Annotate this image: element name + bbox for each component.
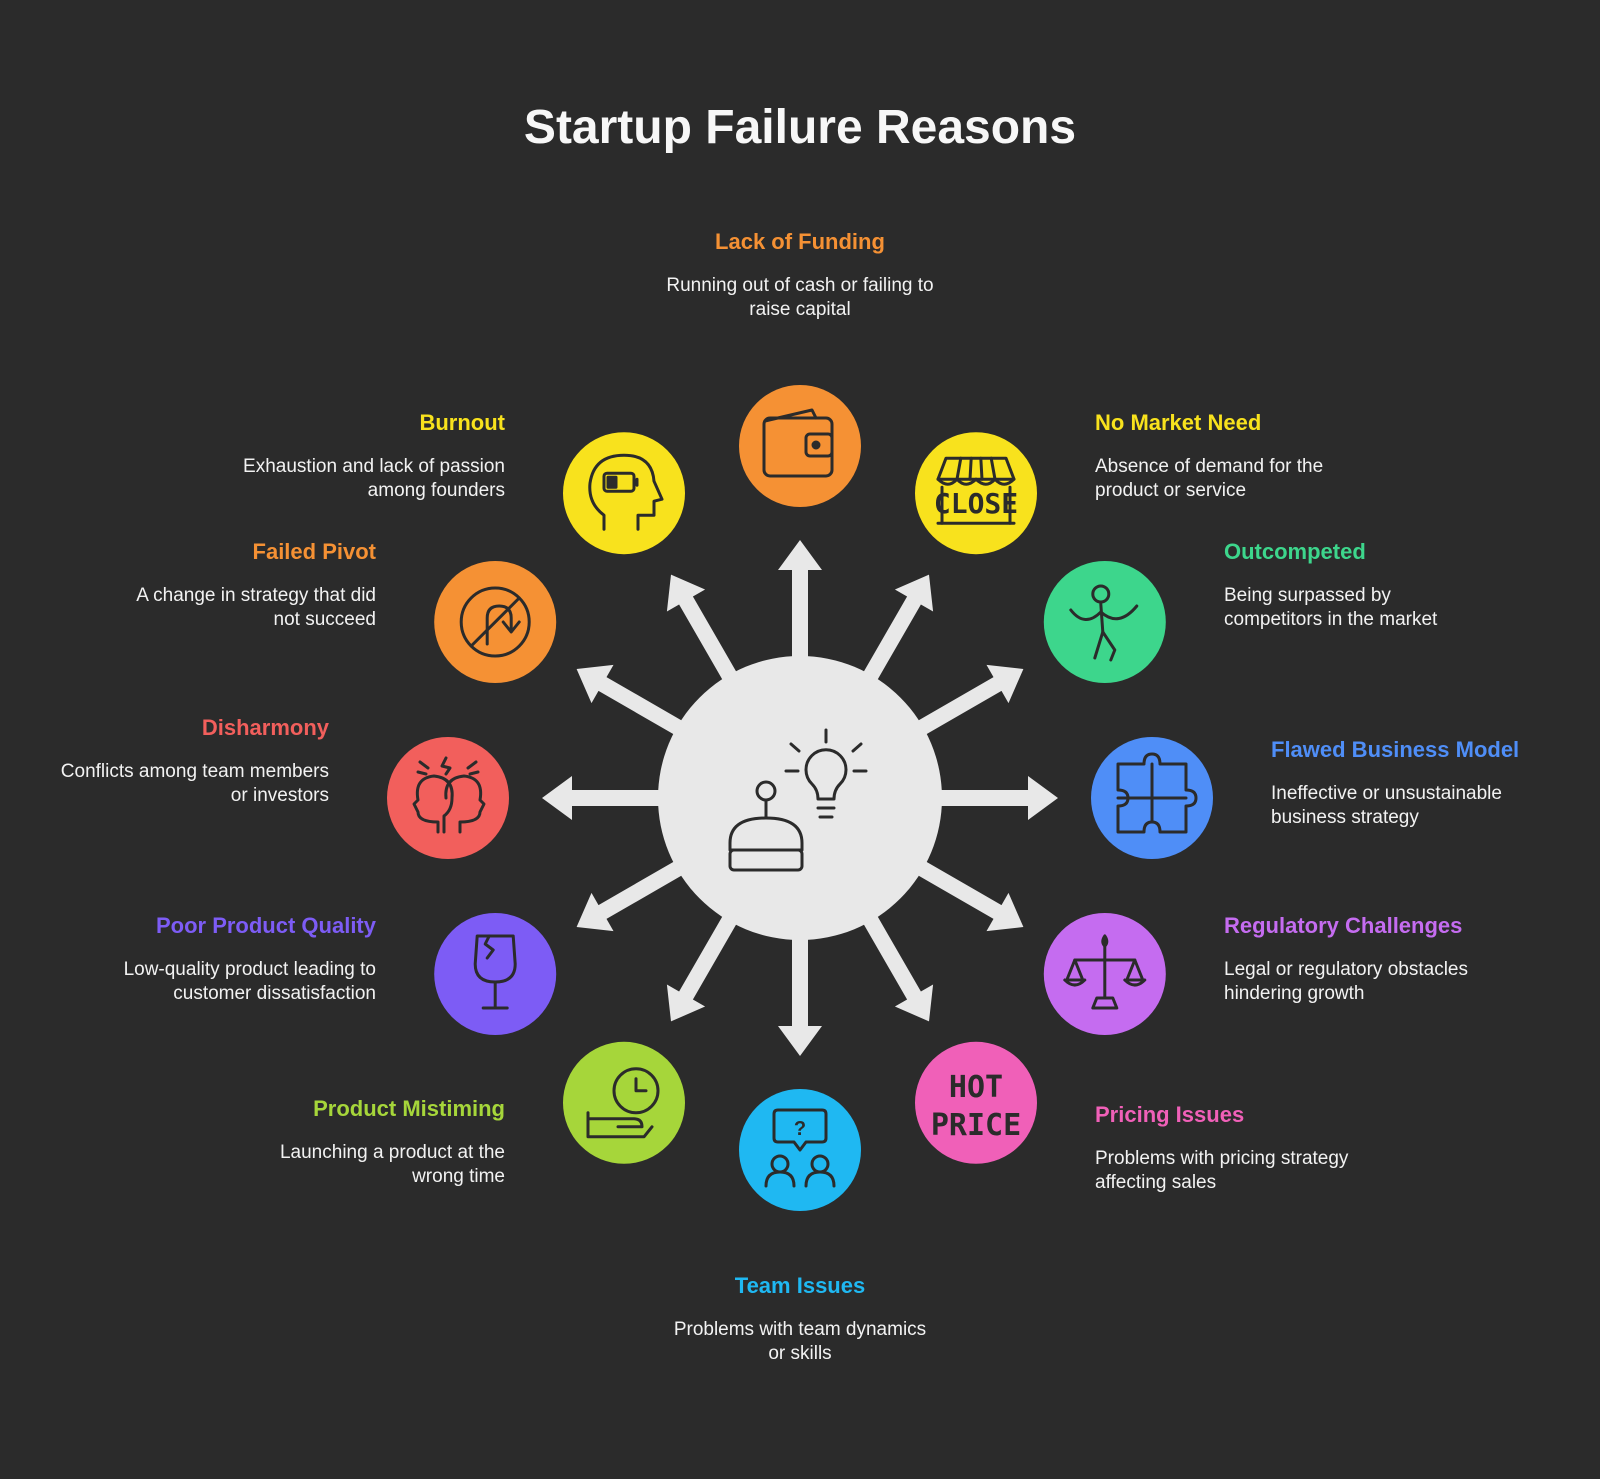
label-title: No Market Need xyxy=(1095,410,1262,435)
node-disharmony xyxy=(387,737,509,859)
low-battery-head-icon xyxy=(588,453,664,531)
label-description: A change in strategy that did not succee… xyxy=(136,585,376,630)
label-title: Lack of Funding xyxy=(715,229,885,254)
icon-text-hot: HOT xyxy=(949,1070,1003,1105)
arrow-burnout xyxy=(666,574,741,688)
arrow-disharmony xyxy=(542,776,668,820)
node-circle xyxy=(739,385,861,507)
label-description: Running out of cash or failing to raise … xyxy=(666,275,934,320)
label-description: Absence of demand for the product or ser… xyxy=(1095,456,1324,501)
conflict-heads-icon xyxy=(412,756,486,834)
wallet-icon xyxy=(762,408,834,478)
hub-icons-group xyxy=(728,728,868,872)
label-title: Team Issues xyxy=(734,1273,866,1298)
clock-hand-icon xyxy=(586,1067,660,1139)
label-description: Ineffective or unsustainable business st… xyxy=(1271,783,1502,828)
arrow-regulatory-challenges xyxy=(910,857,1024,932)
icon-text: CLOSE xyxy=(934,487,1018,520)
node-regulatory-challenges xyxy=(1043,913,1166,1035)
node-failed-pivot xyxy=(434,561,557,683)
node-no-market-need: CLOSE xyxy=(915,432,1037,555)
label-title: Disharmony xyxy=(201,715,329,740)
label-description: Being surpassed by competitors in the ma… xyxy=(1224,585,1438,630)
label-title: Failed Pivot xyxy=(252,539,376,564)
node-product-mistiming xyxy=(563,1041,685,1164)
node-circle xyxy=(563,1041,685,1164)
node-circle xyxy=(563,432,685,555)
no-uturn-icon xyxy=(459,586,531,658)
label-description: Legal or regulatory obstacles hindering … xyxy=(1224,959,1468,1004)
page-title: Startup Failure Reasons xyxy=(523,101,1077,154)
label-description: Launching a product at the wrong time xyxy=(279,1142,505,1187)
label-title: Pricing Issues xyxy=(1095,1102,1245,1127)
arrow-poor-product-quality xyxy=(576,857,690,932)
lightbulb-icon xyxy=(784,728,868,819)
node-circle xyxy=(915,1041,1037,1164)
scales-icon xyxy=(1063,934,1147,1010)
node-team-issues: ? xyxy=(739,1089,861,1211)
puzzle-icon xyxy=(1116,752,1198,834)
label-description: Problems with pricing strategy affecting… xyxy=(1095,1148,1349,1193)
runner-icon xyxy=(1069,584,1139,662)
label-title: Poor Product Quality xyxy=(155,913,376,938)
arrow-outcompeted xyxy=(910,664,1024,739)
closed-shop-icon: CLOSE xyxy=(934,456,1018,525)
node-flawed-business-model xyxy=(1091,737,1213,859)
node-burnout xyxy=(563,432,685,555)
arrow-team-issues xyxy=(778,930,822,1056)
arrow-flawed-business-model xyxy=(932,776,1058,820)
broken-glass-icon xyxy=(473,934,517,1010)
label-description: Low-quality product leading to customer … xyxy=(123,959,376,1004)
label-description: Problems with team dynamics or skills xyxy=(673,1319,927,1364)
icon-text-price: PRICE xyxy=(931,1108,1021,1143)
node-lack-of-funding xyxy=(739,385,861,507)
node-circle xyxy=(387,737,509,859)
team-question-icon: ? xyxy=(764,1108,836,1188)
label-title: Flawed Business Model xyxy=(1271,737,1520,762)
arrows-group xyxy=(542,540,1058,1056)
label-description: Conflicts among team members or investor… xyxy=(60,761,329,806)
label-description: Exhaustion and lack of passion among fou… xyxy=(243,456,505,501)
label-title: Product Mistiming xyxy=(313,1096,505,1121)
arrow-lack-of-funding xyxy=(778,540,822,666)
arrow-product-mistiming xyxy=(666,908,741,1022)
label-failed-pivot: Failed Pivot A change in strategy that di… xyxy=(106,538,376,632)
label-title: Burnout xyxy=(419,410,505,435)
arrow-no-market-need xyxy=(859,574,934,688)
arrow-failed-pivot xyxy=(576,664,690,739)
node-poor-product-quality xyxy=(434,913,557,1035)
node-circle xyxy=(434,913,557,1035)
central-hub xyxy=(658,656,942,940)
label-title: Regulatory Challenges xyxy=(1224,913,1463,938)
robot-icon xyxy=(728,780,804,872)
arrow-pricing-issues xyxy=(859,908,934,1022)
label-title: Outcompeted xyxy=(1224,539,1366,564)
node-outcompeted xyxy=(1043,561,1166,683)
node-circle xyxy=(1043,561,1166,683)
question-mark-icon: ? xyxy=(794,1118,806,1140)
